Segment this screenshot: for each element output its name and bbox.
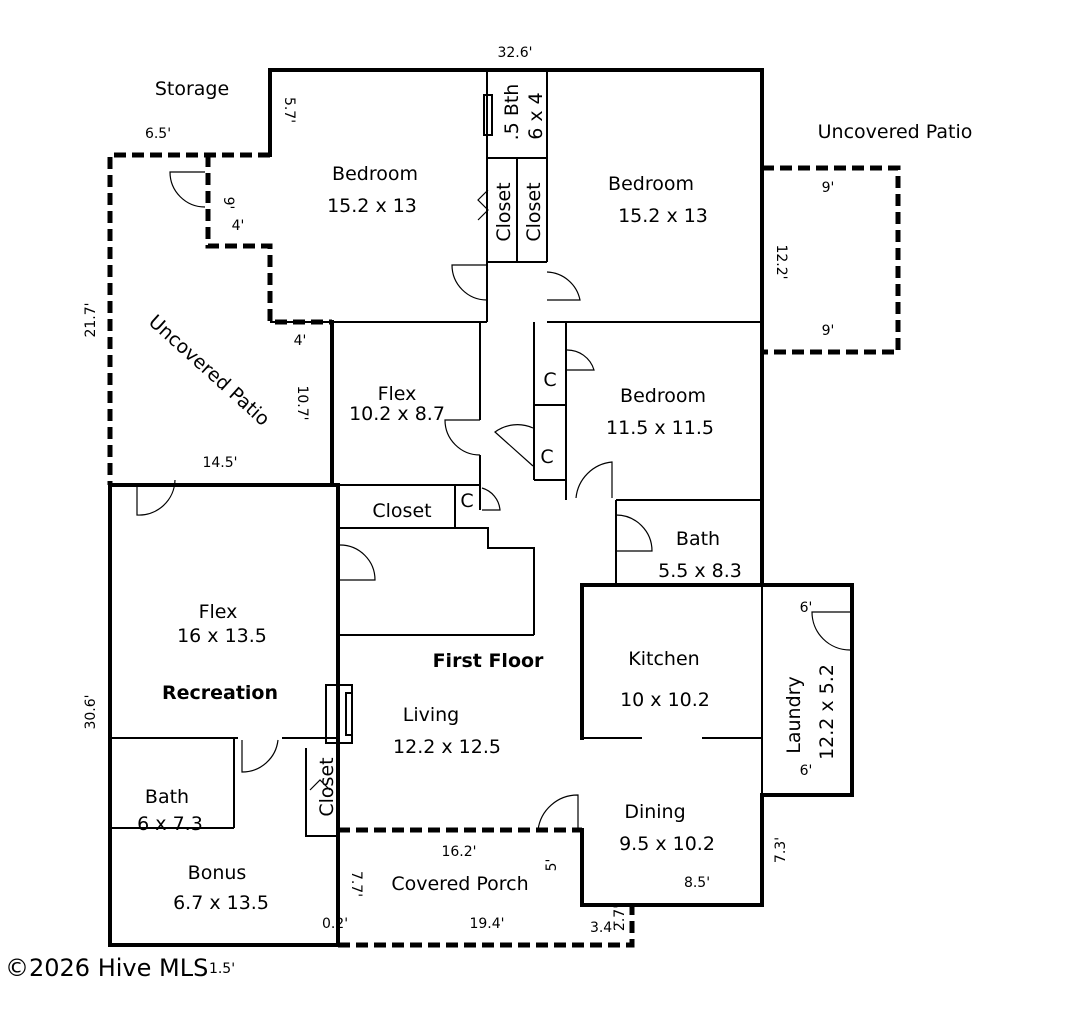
dining-size: 9.5 x 10.2: [619, 833, 715, 855]
dim-porch-bottom: 19.4': [469, 916, 504, 932]
flex-rec-size: 16 x 13.5: [177, 625, 267, 647]
covered-porch-label: Covered Porch: [391, 873, 528, 895]
dim-storage-width: 6.5': [145, 126, 171, 142]
dim-patio-left-bottom: 14.5': [202, 455, 237, 471]
dim-porch-right-b: 2.7': [612, 905, 628, 931]
recreation-label: Recreation: [162, 682, 278, 704]
uncovered-patio-right-label: Uncovered Patio: [818, 121, 973, 143]
dining-label: Dining: [624, 801, 685, 823]
bedroom-3-size: 11.5 x 11.5: [606, 417, 714, 439]
interior-walls: [110, 70, 763, 837]
dim-patio-left-side: 10.7': [294, 385, 310, 420]
bath-main-size: 5.5 x 8.3: [658, 560, 742, 582]
dim-porch-step: 5': [544, 859, 560, 872]
closet-a-label: Closet: [493, 182, 515, 241]
dim-storage-small: 4': [232, 218, 245, 234]
closet-c2-label: C: [540, 446, 553, 468]
hall-closet-label: Closet: [372, 500, 431, 522]
bath-rec-label: Bath: [145, 786, 189, 808]
dim-left-height: 30.6': [83, 694, 99, 729]
bedroom-2-label: Bedroom: [608, 173, 694, 195]
flex-upper-label: Flex: [378, 383, 417, 405]
laundry-size: 12.2 x 5.2: [816, 664, 838, 760]
closet-c1-label: C: [543, 369, 556, 391]
uncovered-patio-left-label: Uncovered Patio: [144, 311, 274, 431]
bedroom-1-size: 15.2 x 13: [327, 195, 417, 217]
floor-label: First Floor: [433, 650, 544, 672]
closet-rec-label: Closet: [316, 757, 338, 816]
watermark: ©2026 Hive MLS: [5, 954, 208, 982]
kitchen-size: 10 x 10.2: [620, 689, 710, 711]
flex-rec-label: Flex: [199, 601, 238, 623]
exterior-walls: [108, 68, 854, 947]
dim-porch-corner: 0.2': [322, 916, 348, 932]
laundry-label: Laundry: [783, 676, 805, 753]
dim-dining-bottom: 8.5': [684, 875, 710, 891]
dashed-outlines: [107, 152, 901, 948]
doors: [136, 171, 851, 831]
dim-porch-side: 7.7': [348, 871, 364, 897]
dim-top-width: 32.6': [497, 45, 532, 61]
half-bath-label: .5 Bth: [501, 84, 523, 141]
dim-bottom-corner: 1.5': [209, 961, 235, 977]
half-bath-size: 6 x 4: [525, 92, 547, 140]
dim-patio-right-bottom: 9': [822, 323, 835, 339]
dim-storage-depth: 9': [220, 197, 236, 210]
closet-b-label: Closet: [523, 182, 545, 241]
bath-main-label: Bath: [676, 528, 720, 550]
dim-laundry-top: 6': [800, 600, 813, 616]
dim-bed1-side: 5.7': [281, 97, 297, 123]
closet-c3-label: C: [460, 490, 473, 512]
flex-upper-size: 10.2 x 8.7: [349, 403, 445, 425]
living-label: Living: [403, 704, 460, 726]
dim-patio-notch: 4': [294, 333, 307, 349]
bedroom-3-label: Bedroom: [620, 385, 706, 407]
dim-patio-left-height: 21.7': [83, 302, 99, 337]
dim-porch-right-a: 3.4': [590, 920, 616, 936]
dim-dining-side: 7.3': [773, 837, 789, 863]
living-size: 12.2 x 12.5: [393, 736, 501, 758]
dim-laundry-bottom: 6': [800, 763, 813, 779]
dim-porch-top: 16.2': [441, 844, 476, 860]
bedroom-1-label: Bedroom: [332, 163, 418, 185]
dim-patio-right-top: 9': [822, 180, 835, 196]
bonus-label: Bonus: [188, 862, 247, 884]
storage-label: Storage: [155, 78, 229, 100]
kitchen-label: Kitchen: [628, 648, 699, 670]
bedroom-2-size: 15.2 x 13: [618, 205, 708, 227]
bonus-size: 6.7 x 13.5: [173, 892, 269, 914]
bath-rec-size: 6 x 7.3: [137, 813, 203, 835]
dim-patio-right-side: 12.2': [773, 244, 789, 279]
